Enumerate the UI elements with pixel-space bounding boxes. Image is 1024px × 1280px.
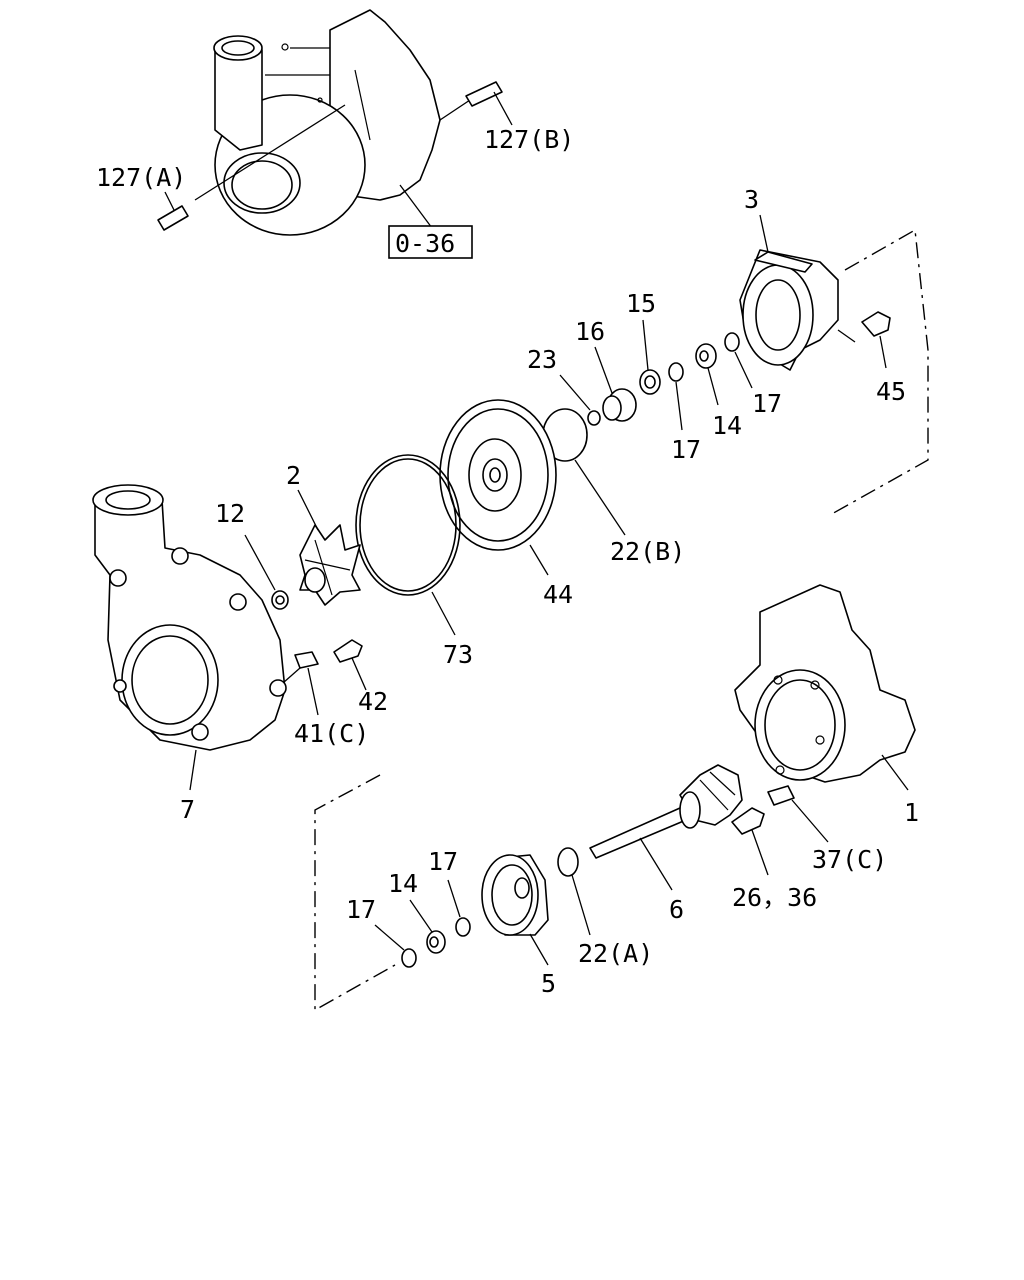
label-17-d: 17 xyxy=(346,895,376,924)
bearing-housing-3 xyxy=(739,214,856,371)
label-5: 5 xyxy=(541,969,556,998)
bolt-42 xyxy=(333,639,367,691)
label-16: 16 xyxy=(575,317,605,346)
compressor-wheel-2 xyxy=(297,489,361,606)
label-42: 42 xyxy=(358,687,388,716)
label-3: 3 xyxy=(744,185,759,214)
seal-plate-44 xyxy=(439,399,557,576)
turbocharger-assembly xyxy=(194,9,471,236)
part-14-bearing-b xyxy=(409,899,446,954)
label-14-a: 14 xyxy=(712,411,742,440)
label-22a: 22(A) xyxy=(578,939,653,968)
label-26-36: 26，36 xyxy=(732,883,817,912)
label-127a: 127(A) xyxy=(96,163,186,192)
label-45: 45 xyxy=(876,377,906,406)
label-12: 12 xyxy=(215,499,245,528)
label-15: 15 xyxy=(626,289,656,318)
label-17-b: 17 xyxy=(752,389,782,418)
label-14-b: 14 xyxy=(388,869,418,898)
part-14-bearing-a xyxy=(695,343,719,406)
bolt-26-36 xyxy=(731,807,769,876)
label-6: 6 xyxy=(669,895,684,924)
stud-127b xyxy=(465,81,513,126)
label-37c: 37(C) xyxy=(812,845,887,874)
nut-12 xyxy=(244,534,289,610)
bolt-45 xyxy=(861,311,891,369)
stud-127a xyxy=(157,191,189,231)
part-16-thrust-collar xyxy=(594,346,637,422)
turbine-housing-1 xyxy=(734,584,916,791)
lock-plate-37c xyxy=(767,785,829,843)
part-23-ring xyxy=(559,374,601,426)
label-22b: 22(B) xyxy=(610,537,685,566)
part-17-snap-ring-c xyxy=(447,879,471,937)
label-2: 2 xyxy=(286,461,301,490)
assembly-line-top-right xyxy=(829,228,929,516)
assembly-reference-box xyxy=(388,225,473,259)
seal-ring-5 xyxy=(481,854,549,966)
o-ring-73 xyxy=(355,454,461,636)
label-17-a: 17 xyxy=(671,435,701,464)
assembly-line-bottom-left xyxy=(314,774,396,1012)
part-17-snap-ring-a xyxy=(668,362,684,431)
lock-plate-41c xyxy=(274,651,319,716)
shaft-turbine-wheel-6 xyxy=(589,764,743,891)
compressor-housing-7 xyxy=(92,484,287,791)
label-17-c: 17 xyxy=(428,847,458,876)
part-labels: 127(A) 127(B) 3 45 15 16 23 17 14 17 22(… xyxy=(96,125,919,998)
label-23: 23 xyxy=(527,345,557,374)
label-7: 7 xyxy=(180,795,195,824)
label-0-36: 0-36 xyxy=(395,229,455,258)
part-17-snap-ring-d xyxy=(374,924,417,968)
label-44: 44 xyxy=(543,580,573,609)
label-41c: 41(C) xyxy=(294,719,369,748)
label-73: 73 xyxy=(443,640,473,669)
o-ring-22a xyxy=(557,847,591,936)
part-17-snap-ring-b xyxy=(724,332,753,389)
part-15-ring xyxy=(639,319,661,395)
label-127b: 127(B) xyxy=(484,125,574,154)
label-1: 1 xyxy=(904,798,919,827)
